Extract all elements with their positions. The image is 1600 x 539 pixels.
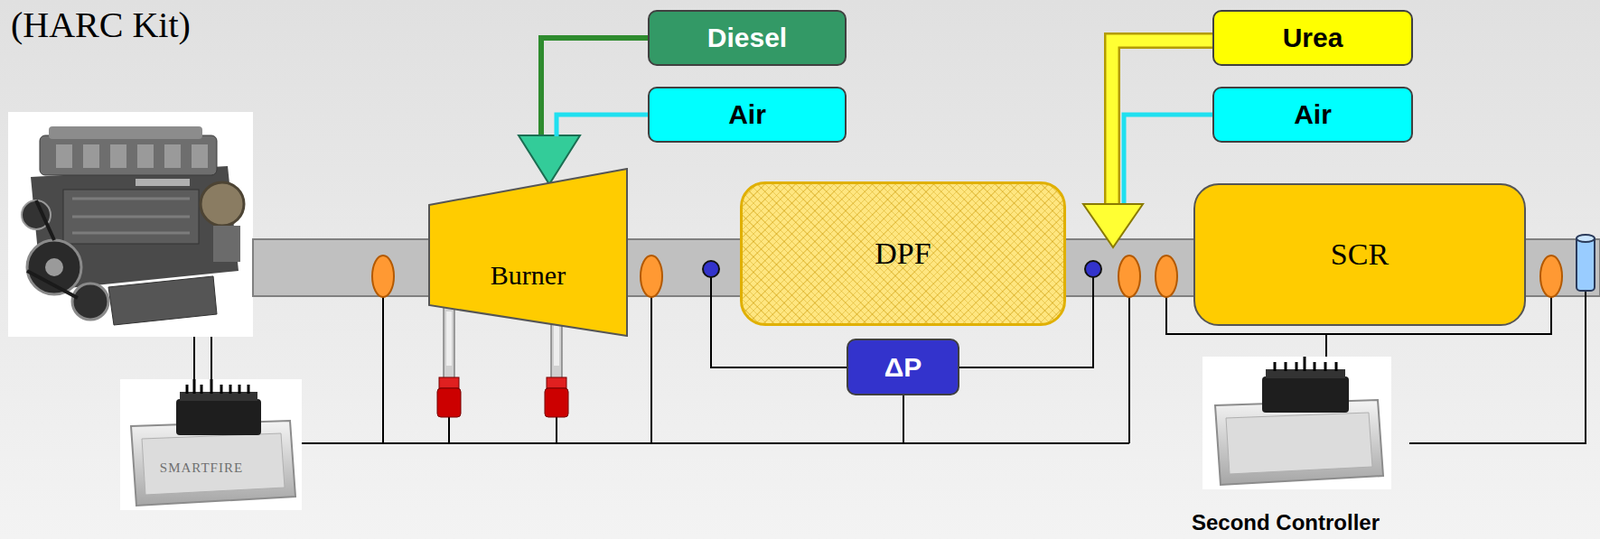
controller-illustration <box>120 379 302 511</box>
fuel-line <box>518 37 648 185</box>
filter-block: DPF <box>739 181 1067 327</box>
supply-box: Air <box>1212 86 1413 143</box>
burner-shape <box>428 168 628 337</box>
node-label: Second Controller <box>1131 510 1441 536</box>
pressure-sensor-box: ΔP <box>846 338 960 396</box>
node-label: Air <box>728 99 767 131</box>
controller-illustration <box>1202 356 1392 490</box>
diagram-title: (HARC Kit) <box>10 3 191 47</box>
node-label: Diesel <box>707 22 787 54</box>
node-label: SMARTFIRE <box>138 460 265 477</box>
node-label: Burner <box>490 260 566 291</box>
node-label: SCR <box>1330 237 1389 272</box>
nox-sensor <box>1576 234 1595 291</box>
node-label: Urea <box>1282 22 1344 54</box>
engine-wire <box>194 336 212 380</box>
node-label: Air <box>1293 99 1332 131</box>
node-label: DPF <box>874 236 931 272</box>
supply-box: Air <box>647 86 847 143</box>
engine-illustration <box>8 112 253 337</box>
supply-box: Diesel <box>647 9 847 66</box>
controller-unit: Second Controller <box>1131 356 1441 539</box>
air-line <box>556 114 648 137</box>
catalyst-block: SCR <box>1193 183 1526 327</box>
node-label: ΔP <box>884 352 923 384</box>
burner-unit: Burner <box>428 168 628 337</box>
supply-box: Urea <box>1212 9 1413 66</box>
controller-unit: SMARTFIRE <box>120 379 302 511</box>
